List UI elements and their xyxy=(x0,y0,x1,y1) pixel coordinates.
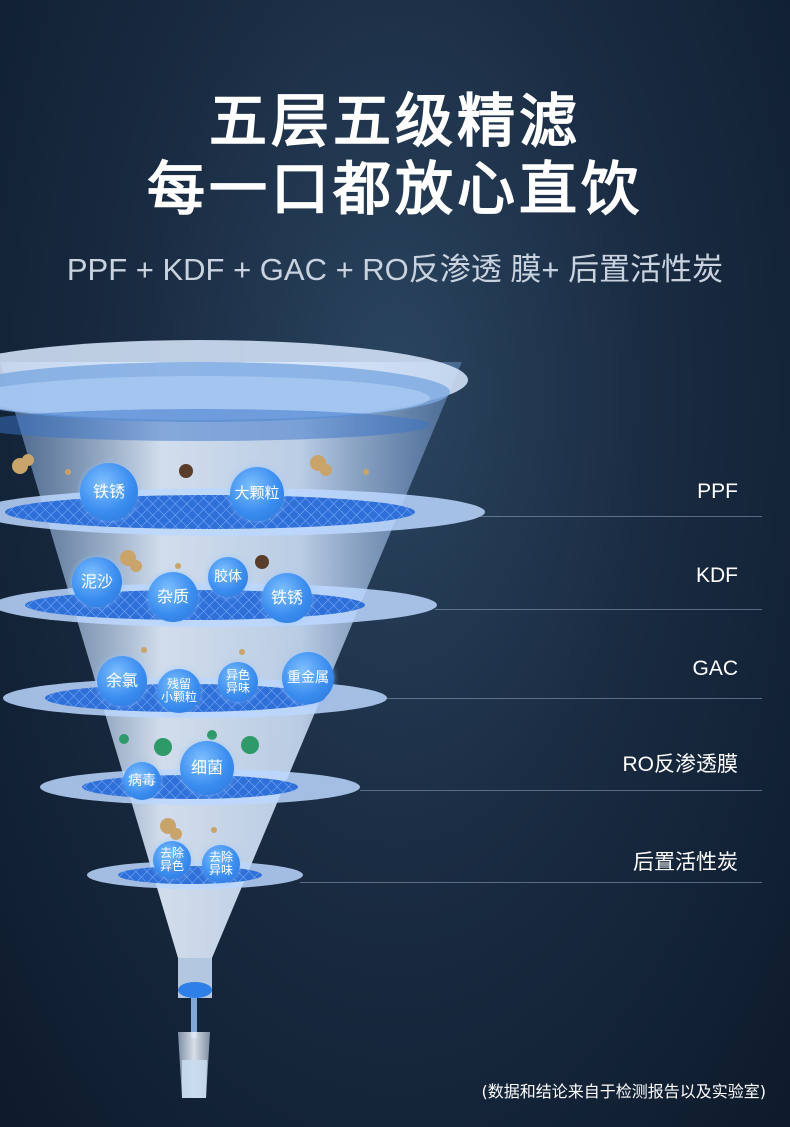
layer-divider-activated-carbon xyxy=(300,882,762,883)
contaminant-bubble-sediment: 泥沙 xyxy=(72,557,122,607)
footnote: (数据和结论来自于检测报告以及实验室) xyxy=(481,1082,767,1101)
main-title-line2: 每一口都放心直饮 xyxy=(146,155,643,223)
contaminant-bubble-heavy-metals: 重金属 xyxy=(282,652,334,704)
contaminant-bubble-bacteria: 细菌 xyxy=(180,741,234,795)
contaminant-bubble-impurities: 杂质 xyxy=(148,572,198,622)
layer-label-ppf: PPF xyxy=(697,480,738,503)
main-title-line1: 五层五级精滤 xyxy=(208,87,581,155)
layer-divider-kdf xyxy=(435,609,762,610)
contaminant-bubble-colloid: 胶体 xyxy=(208,557,248,597)
layer-label-ro: RO反渗透膜 xyxy=(622,753,739,776)
layer-divider-ppf xyxy=(480,516,762,517)
contaminant-bubble-remove-color: 去除异色 xyxy=(153,841,191,879)
layer-label-gac: GAC xyxy=(692,657,738,680)
contaminant-bubble-rust: 铁锈 xyxy=(80,463,138,521)
contaminant-bubble-large-particles: 大颗粒 xyxy=(230,467,284,521)
contaminant-bubble-remove-odor: 去除异味 xyxy=(202,845,240,883)
contaminant-bubble-virus: 病毒 xyxy=(123,762,161,800)
layer-label-kdf: KDF xyxy=(696,564,738,587)
layer-divider-ro xyxy=(360,790,762,791)
contaminant-bubble-residual-chlorine: 余氯 xyxy=(97,656,147,706)
subtitle: PPF + KDF + GAC + RO反渗透 膜+ 后置活性炭 xyxy=(66,252,724,287)
layer-divider-gac xyxy=(385,698,762,699)
contaminant-bubble-rust-2: 铁锈 xyxy=(262,573,312,623)
contaminant-bubble-odor-color: 异色异味 xyxy=(218,662,258,702)
layer-label-activated-carbon: 后置活性炭 xyxy=(633,851,738,874)
contaminant-bubble-residual-particles: 残留小颗粒 xyxy=(157,669,201,713)
